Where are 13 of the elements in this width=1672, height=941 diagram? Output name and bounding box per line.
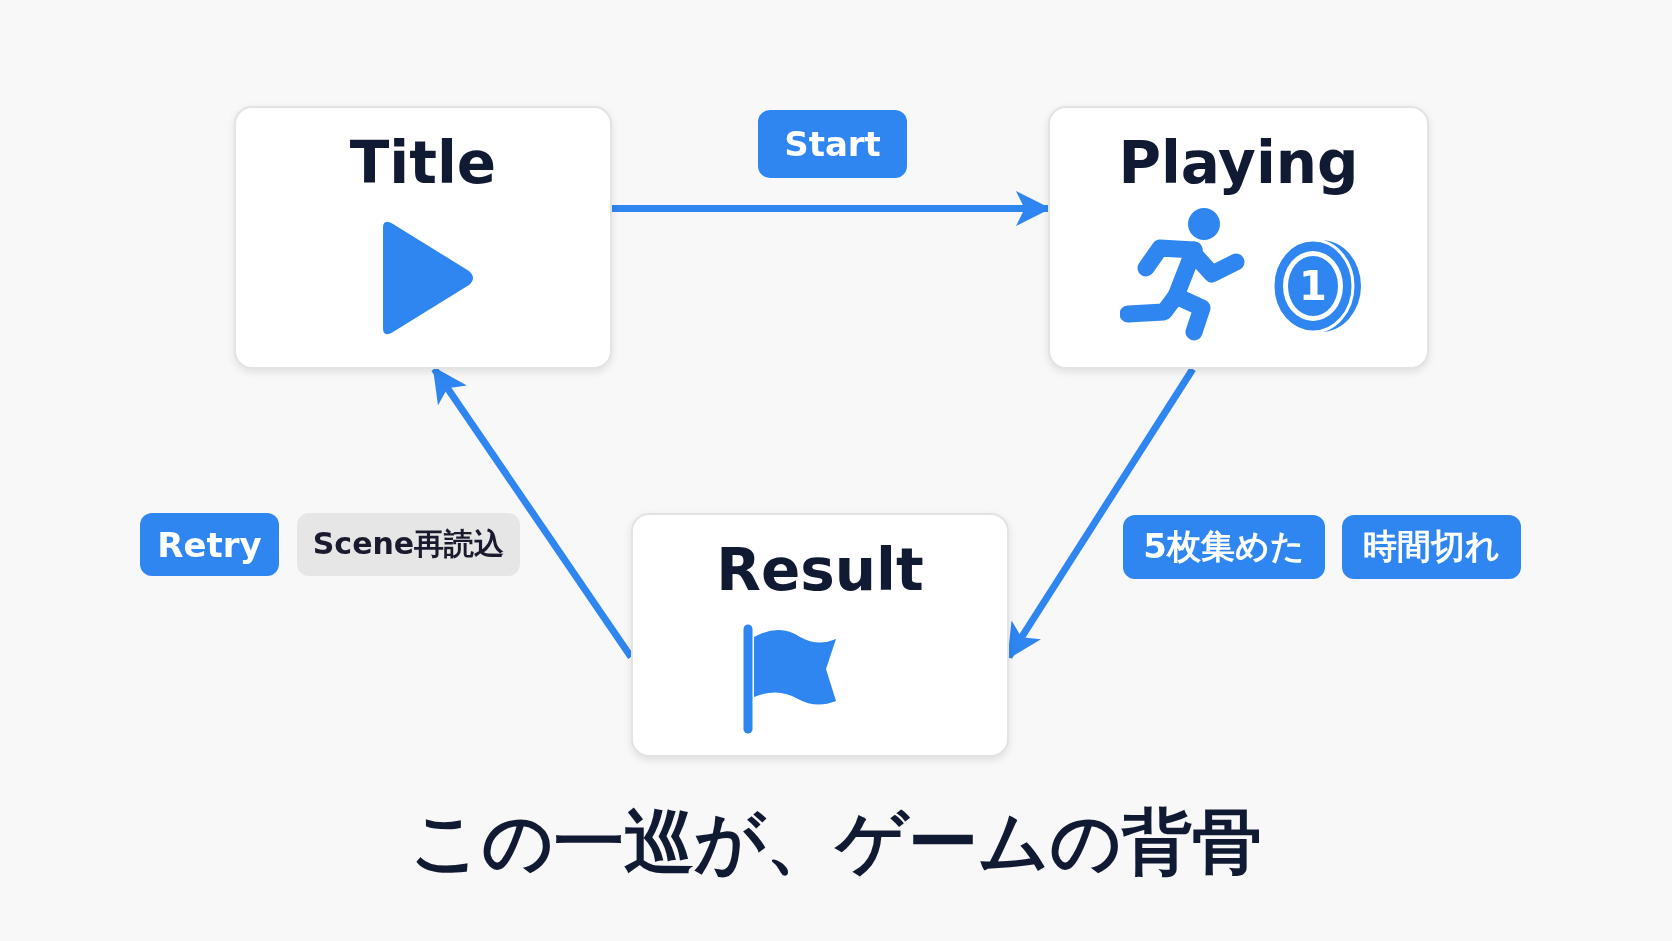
condition-tag: 5枚集めた [1123,515,1325,579]
condition-tag: 時間切れ [1342,515,1521,579]
coin-number: 1 [1298,262,1328,311]
state-box [234,106,612,369]
caption: この一巡が、ゲームの背骨 [410,800,1262,884]
state-box [631,513,1009,757]
state-title: Title [349,128,497,198]
condition-tag: Retry [140,513,279,576]
edge-label: Start [758,110,907,178]
condition-tag: Scene再読込 [297,513,520,576]
state-title: Result [716,535,924,605]
state-box [1048,106,1429,369]
state-title: Playing [1118,128,1359,198]
